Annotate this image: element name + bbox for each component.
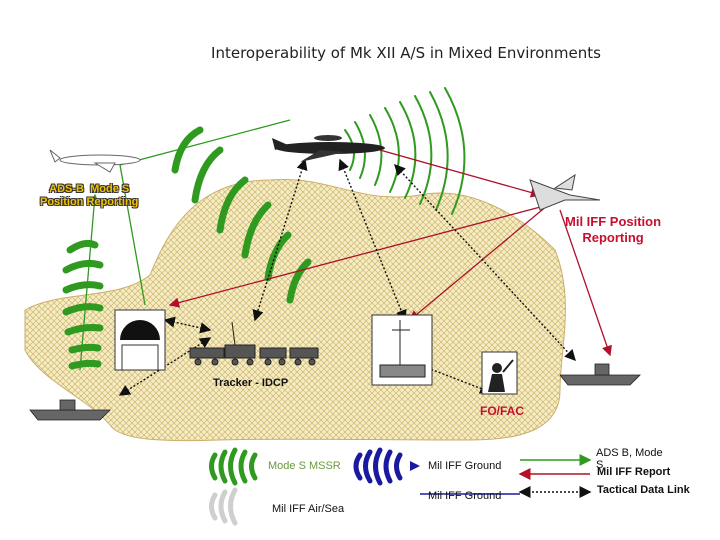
- legend-mode-s-mssr: Mode S MSSR: [268, 460, 341, 472]
- ground-vehicles-icon: [189, 321, 319, 366]
- awacs-aircraft-icon: [272, 135, 385, 162]
- ads-b-link-2: [119, 164, 146, 306]
- tracker-label: Tracker - IDCP: [213, 377, 289, 389]
- ads-b-link-1: [79, 193, 100, 371]
- legend-mode-s-waves: [209, 447, 258, 486]
- fighter-jet-icon: [529, 173, 601, 211]
- legend-mil-iff-ground-1: Mil IFF Ground: [428, 460, 502, 472]
- legend-ads-b-mode-s: ADS B, Mode S: [596, 447, 663, 471]
- antenna-truck-icon: [371, 314, 433, 386]
- page-title: Interoperability of Mk XII A/S in Mixed …: [211, 44, 601, 62]
- mil-iff-position-label: Mil IFF Position Reporting: [565, 214, 662, 245]
- mode-s-waves-left: [62, 239, 104, 370]
- legend-mil-iff-arrowhead: [410, 461, 420, 471]
- soldier-icon: [481, 351, 518, 395]
- radar-dome-icon: [114, 309, 166, 371]
- legend-tactical-data-link: Tactical Data Link: [597, 484, 690, 496]
- legend-mil-iff-ground-2: Mil IFF Ground: [428, 490, 502, 502]
- fo-fac-label: FO/FAC: [480, 404, 524, 418]
- airliner-icon: [49, 149, 141, 173]
- legend-mil-iff-air-sea-waves: [209, 487, 238, 526]
- terrain-area: [24, 178, 566, 442]
- ads-b-position-label: ADS-B Mode S Position Reporting: [40, 183, 139, 208]
- ship-icon: [29, 363, 641, 421]
- legend-mil-iff-waves: [353, 447, 403, 486]
- legend-mil-iff-air-sea: Mil IFF Air/Sea: [272, 503, 345, 515]
- legend-mil-iff-report: Mil IFF Report: [597, 466, 671, 478]
- ads-b-link-3: [119, 119, 291, 166]
